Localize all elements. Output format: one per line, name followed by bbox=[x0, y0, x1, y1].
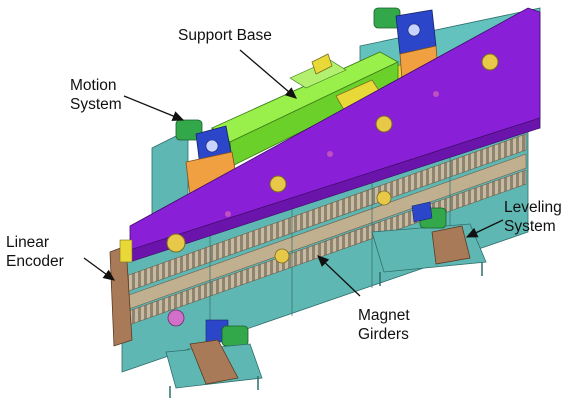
leveling-system-arrow bbox=[465, 219, 504, 238]
lower-support-stand bbox=[165, 319, 263, 398]
linear-encoder bbox=[109, 239, 133, 347]
support-base-arrow bbox=[239, 49, 297, 99]
girder-top-plate bbox=[129, 7, 541, 263]
magnet-girders-label-line-2: Girders bbox=[358, 326, 409, 343]
motion-system-label-line-1: Motion bbox=[70, 77, 117, 94]
magnet-girders-arrow bbox=[317, 255, 361, 297]
leveling-system-label-line-1: Leveling bbox=[504, 199, 562, 216]
motion-system-arrow bbox=[123, 95, 185, 121]
linear-encoder-label-line-2: Encoder bbox=[6, 253, 64, 270]
support-base-label-text: Support Base bbox=[178, 27, 272, 44]
leveling-system bbox=[371, 201, 487, 286]
motion-system-label-line-2: System bbox=[70, 96, 122, 113]
leveling-system-label: Leveling System bbox=[504, 198, 562, 236]
linear-encoder-arrow bbox=[83, 257, 116, 281]
linear-encoder-label: Linear Encoder bbox=[6, 233, 64, 271]
motion-system-label: Motion System bbox=[70, 76, 122, 114]
motion-system-right bbox=[373, 7, 439, 81]
callout-arrows bbox=[83, 49, 504, 297]
magnet-girders-label-line-1: Magnet bbox=[358, 307, 410, 324]
support-base-label: Support Base bbox=[178, 26, 272, 45]
leveling-system-label-line-2: System bbox=[504, 218, 556, 235]
magnet-girders-label: Magnet Girders bbox=[358, 306, 410, 344]
linear-encoder-label-line-1: Linear bbox=[6, 234, 50, 251]
